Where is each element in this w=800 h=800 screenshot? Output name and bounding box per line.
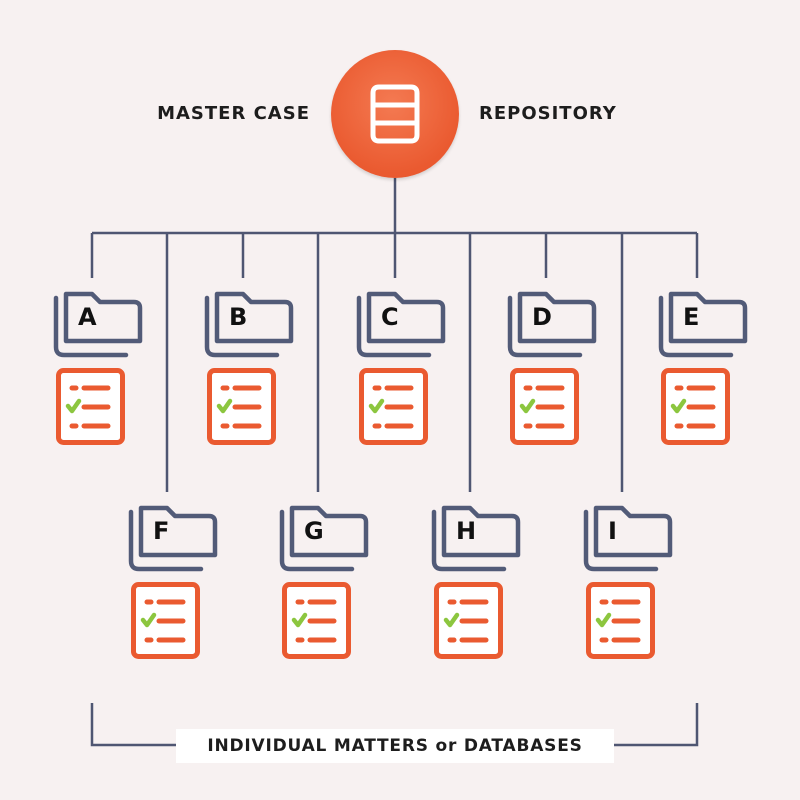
folder-b: B xyxy=(203,289,299,359)
folder-icon xyxy=(204,291,294,358)
folder-icon xyxy=(583,505,673,572)
checklist-icon xyxy=(282,582,356,664)
checklist-icon xyxy=(510,368,584,450)
header-left-label: MASTER CASE xyxy=(157,103,310,124)
folder-label: E xyxy=(683,303,700,331)
folder-icon xyxy=(507,291,597,358)
folder-e: E xyxy=(657,289,753,359)
folder-i: I xyxy=(582,503,678,573)
folder-d: D xyxy=(506,289,602,359)
folder-icon xyxy=(53,291,143,358)
folder-label: D xyxy=(532,303,552,331)
folder-icon xyxy=(658,291,748,358)
checklist-icon xyxy=(434,582,508,664)
folder-label: G xyxy=(304,517,324,545)
folder-a: A xyxy=(52,289,148,359)
database-icon xyxy=(370,84,420,144)
folder-icon xyxy=(128,505,218,572)
folder-h: H xyxy=(430,503,526,573)
folder-f: F xyxy=(127,503,223,573)
checklist-icon xyxy=(207,368,281,450)
checklist-icon xyxy=(359,368,433,450)
checklist-icon xyxy=(131,582,205,664)
checklist-icon xyxy=(586,582,660,664)
folder-label: F xyxy=(153,517,170,545)
footer-label: INDIVIDUAL MATTERS or DATABASES xyxy=(207,736,583,756)
folder-label: C xyxy=(381,303,399,331)
header-right-label: REPOSITORY xyxy=(479,103,617,124)
folder-icon xyxy=(356,291,446,358)
folder-label: A xyxy=(78,303,97,331)
master-repository-hub xyxy=(331,50,459,178)
folder-icon xyxy=(431,505,521,572)
folder-icon xyxy=(279,505,369,572)
folder-label: I xyxy=(608,517,617,545)
checklist-icon xyxy=(56,368,130,450)
checklist-icon xyxy=(661,368,735,450)
footer-label-box: INDIVIDUAL MATTERS or DATABASES xyxy=(176,729,614,763)
folder-g: G xyxy=(278,503,374,573)
folder-label: H xyxy=(456,517,477,545)
folder-c: C xyxy=(355,289,451,359)
folder-label: B xyxy=(229,303,248,331)
